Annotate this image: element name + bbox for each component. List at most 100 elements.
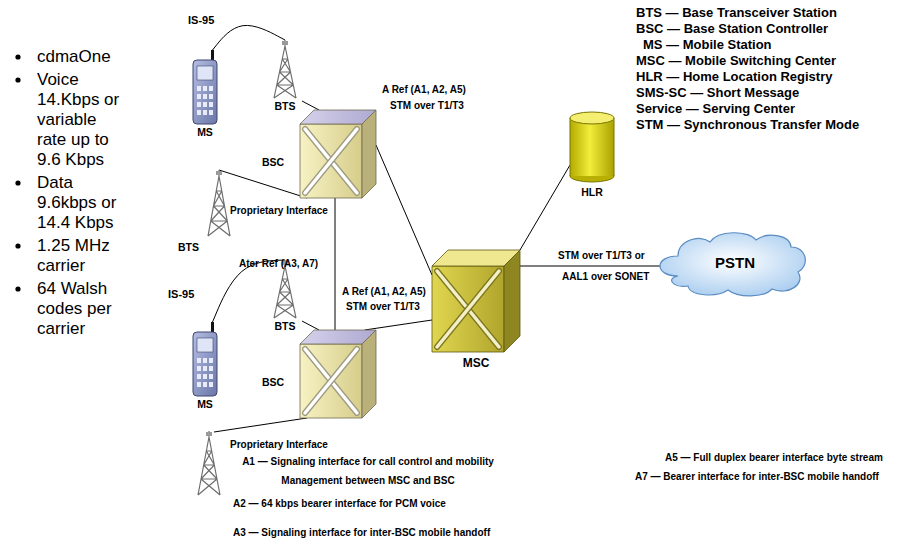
label-slot: Proprietary Interface [230, 439, 328, 451]
label-slot: Data 9.6kbps or 14.4 Kbps [37, 173, 127, 233]
node-icon [268, 40, 298, 98]
bts-link-line [214, 418, 307, 432]
cylinder-top [570, 112, 614, 124]
phone-key [209, 358, 213, 363]
phone-key [203, 110, 207, 115]
node-label: MS [186, 398, 224, 410]
abbreviation-entry: HLR — Home Location Registry [636, 70, 832, 85]
label-slot: Voice 14.Kbps or variable rate up to 9.6… [37, 70, 127, 170]
connector [219, 170, 307, 198]
node-icon [176, 170, 232, 236]
definition-text: A7 — Bearer interface for inter-BSC mobi… [635, 471, 879, 483]
definition-text: A1 — Signaling interface for call contro… [232, 452, 504, 490]
phone-key [203, 382, 207, 387]
switch-cross [437, 271, 499, 347]
phone-key [209, 366, 213, 371]
base-transceiver-station: BTS [268, 260, 302, 333]
label-slot: A Ref (A1, A2, A5) [382, 84, 466, 96]
phone-key [209, 94, 213, 99]
bullet-dot [15, 77, 20, 82]
label-slot: STM — Synchronous Transfer Mode [636, 118, 859, 133]
label-slot: A5 — Full duplex bearer interface byte s… [665, 452, 883, 464]
label-slot: A2 — 64 kbps bearer interface for PCM vo… [233, 498, 446, 510]
node-icon [570, 112, 614, 182]
label-slot: Proprietary Interface [230, 205, 328, 217]
mobile-switching-center: MSC [432, 250, 520, 375]
cube-side [362, 110, 376, 198]
label-slot: AAL1 over SONET [562, 271, 649, 283]
connector-label: A Ref (A1, A2, A5) [382, 84, 466, 96]
label-slot: STM over T1/T3 or [558, 250, 645, 262]
bullet-dot [15, 180, 20, 185]
connector [302, 321, 319, 330]
label-slot: STM over T1/T3 [346, 301, 420, 313]
base-station-controller: BSC [262, 330, 376, 418]
label-slot: A7 — Bearer interface for inter-BSC mobi… [635, 471, 879, 483]
abbreviation-entry: MS — Mobile Station [643, 38, 772, 53]
phone-key [197, 382, 201, 387]
base-station-controller: BSC [262, 110, 376, 198]
label-slot: cdmaOne [37, 47, 127, 67]
bullet-text: 1.25 MHz carrier [37, 236, 127, 276]
phone-key [203, 374, 207, 379]
label-slot: 64 Walsh codes per carrier [37, 279, 127, 339]
phone-key [209, 86, 213, 91]
label-slot: SMS-SC — Short Message [636, 86, 799, 101]
cube-front [432, 266, 504, 352]
abbreviation-entry: BTS — Base Transceiver Station [636, 6, 837, 21]
bullet-text: cdmaOne [37, 47, 127, 67]
phone-key [209, 382, 213, 387]
label-slot: HLR — Home Location Registry [636, 70, 832, 85]
phone-screen [197, 66, 213, 80]
node-label: BSC [262, 376, 376, 388]
connector [302, 101, 319, 110]
label-slot: A1 — Signaling interface for call contro… [232, 452, 504, 490]
bullet-dot [15, 286, 20, 291]
phone-key [197, 374, 201, 379]
label-slot: Ater Ref (A3, A7) [239, 258, 318, 270]
mobile-station: MS [186, 50, 224, 140]
connector [213, 260, 286, 322]
label-slot: A Ref (A1, A2, A5) [342, 286, 426, 298]
connector-label: IS-95 [168, 288, 194, 301]
label-slot: Service — Serving Center [636, 102, 795, 117]
phone-key [209, 110, 213, 115]
bullet-dot [15, 54, 20, 59]
cube-front [300, 124, 362, 198]
node-label: BSC [262, 156, 376, 168]
phone-key [209, 374, 213, 379]
cube-side [362, 330, 376, 418]
node-label: BTS [178, 241, 238, 253]
switch-cross [437, 271, 499, 347]
abbreviation-entry: STM — Synchronous Transfer Mode [636, 118, 859, 133]
cylinder-edge [614, 118, 615, 176]
connector [520, 266, 660, 267]
tower-antenna [282, 41, 288, 45]
abbreviation-entry: BSC — Base Station Controller [636, 22, 828, 37]
connector [376, 145, 432, 275]
phone-key [197, 94, 201, 99]
connector-label: IS-95 [188, 14, 214, 27]
label-slot: STM over T1/T3 [390, 100, 464, 112]
connector-label: STM over T1/T3 or [558, 250, 645, 262]
connector [365, 320, 432, 330]
phone-body [193, 60, 217, 124]
phone-key [197, 110, 201, 115]
label-slot: IS-95 [168, 288, 194, 301]
label-slot: IS-95 [188, 14, 214, 27]
tower-lattice [274, 40, 296, 98]
cube-front [300, 344, 362, 418]
switch-cross [437, 271, 499, 347]
tower-antenna [216, 171, 222, 175]
tower-lattice [198, 431, 220, 495]
phone-key [197, 102, 201, 107]
mobile-station: MS [186, 322, 224, 412]
abbreviation-entry: SMS-SC — Short Message [636, 86, 799, 101]
switch-cross [437, 271, 499, 347]
phone-key [209, 102, 213, 107]
node-label: PSTN [660, 254, 810, 271]
definition-text: A3 — Signaling interface for inter-BSC m… [233, 527, 490, 539]
phone-key [197, 366, 201, 371]
phone-screen [197, 338, 213, 352]
